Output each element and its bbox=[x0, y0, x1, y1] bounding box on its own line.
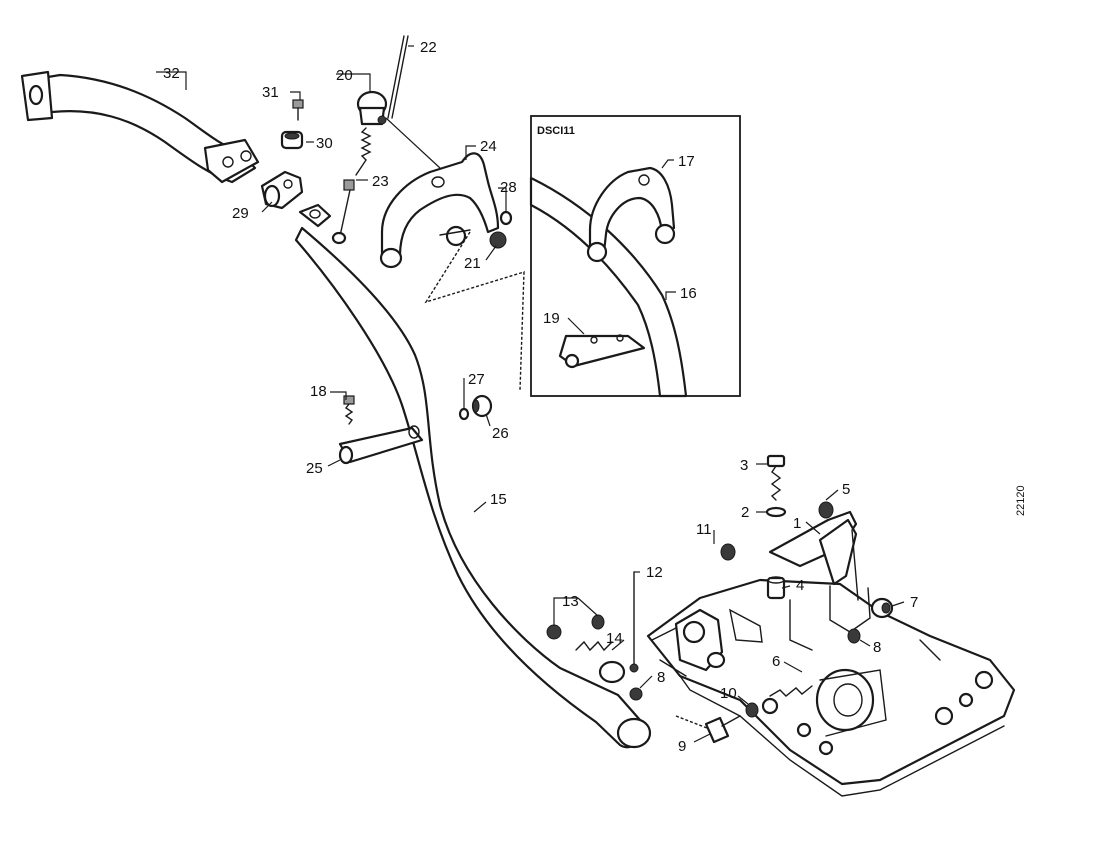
assembly-line-a bbox=[424, 231, 525, 391]
part-28-clip bbox=[499, 210, 513, 226]
part-32-upper-tube bbox=[20, 70, 260, 184]
assembly-line-b bbox=[385, 117, 441, 169]
callout-14: 14 bbox=[606, 630, 623, 647]
part-7-bushing bbox=[870, 597, 894, 619]
reference-code: 22120 bbox=[1015, 485, 1027, 516]
callout-4: 4 bbox=[796, 577, 804, 594]
part-23-spring bbox=[331, 127, 372, 245]
callout-20: 20 bbox=[336, 67, 353, 84]
part-10-nut bbox=[745, 702, 759, 718]
callout-8-right: 8 bbox=[873, 639, 881, 656]
part-31-screw bbox=[292, 99, 304, 121]
part-29-clamp bbox=[260, 170, 304, 210]
callout-27: 27 bbox=[468, 371, 485, 388]
callout-28: 28 bbox=[500, 179, 517, 196]
part-21-nut bbox=[489, 231, 507, 249]
callout-17: 17 bbox=[678, 153, 695, 170]
callout-19: 19 bbox=[543, 310, 560, 327]
lever-assembly bbox=[651, 608, 726, 677]
part-4-spacer bbox=[766, 576, 786, 600]
callout-2: 2 bbox=[741, 504, 749, 521]
part-20-ball-joint bbox=[356, 90, 388, 126]
callout-25: 25 bbox=[306, 460, 323, 477]
part-8-nut-left bbox=[629, 687, 643, 701]
inset-box bbox=[529, 115, 741, 398]
part-11-nut bbox=[720, 543, 736, 561]
callout-13: 13 bbox=[562, 593, 579, 610]
callout-22: 22 bbox=[420, 39, 437, 56]
callout-3: 3 bbox=[740, 457, 748, 474]
base-housing bbox=[646, 578, 1016, 797]
part-18-screw bbox=[343, 395, 355, 425]
callout-7: 7 bbox=[910, 594, 918, 611]
callout-31: 31 bbox=[262, 84, 279, 101]
part-30-bushing bbox=[280, 130, 304, 150]
inset-title: DSCI11 bbox=[537, 125, 575, 137]
callout-32: 32 bbox=[163, 65, 180, 82]
part-1-lever-plate bbox=[768, 510, 859, 601]
part-9-bolt bbox=[675, 715, 741, 744]
callout-5: 5 bbox=[842, 481, 850, 498]
callout-9: 9 bbox=[678, 738, 686, 755]
part-24-bracket bbox=[379, 152, 500, 269]
part-8-nut-right bbox=[847, 628, 861, 644]
callout-29: 29 bbox=[232, 205, 249, 222]
part-26-bushing bbox=[471, 394, 493, 418]
part-3-bolt bbox=[766, 454, 786, 501]
callout-1: 1 bbox=[793, 515, 801, 532]
part-14-spring bbox=[575, 640, 626, 684]
part-25-pin-plate bbox=[338, 425, 424, 465]
callout-30: 30 bbox=[316, 135, 333, 152]
callout-8-left: 8 bbox=[657, 669, 665, 686]
leader-lines bbox=[156, 45, 905, 743]
callout-26: 26 bbox=[492, 425, 509, 442]
callout-24: 24 bbox=[480, 138, 497, 155]
part-27-washer bbox=[458, 407, 470, 421]
callout-18: 18 bbox=[310, 383, 327, 400]
callout-10: 10 bbox=[720, 685, 737, 702]
part-13-springs bbox=[546, 614, 605, 640]
part-2-washer bbox=[765, 506, 787, 518]
part-22-rod bbox=[387, 35, 409, 119]
callout-16: 16 bbox=[680, 285, 697, 302]
part-12-rod bbox=[629, 571, 639, 673]
part-5-nut bbox=[818, 501, 834, 519]
part-6-screw bbox=[769, 685, 813, 697]
callout-23: 23 bbox=[372, 173, 389, 190]
callout-15: 15 bbox=[490, 491, 507, 508]
callout-12: 12 bbox=[646, 564, 663, 581]
callout-6: 6 bbox=[772, 653, 780, 670]
part-15-main-tube bbox=[294, 203, 652, 749]
callout-11: 11 bbox=[696, 521, 712, 538]
callout-21: 21 bbox=[464, 255, 481, 272]
